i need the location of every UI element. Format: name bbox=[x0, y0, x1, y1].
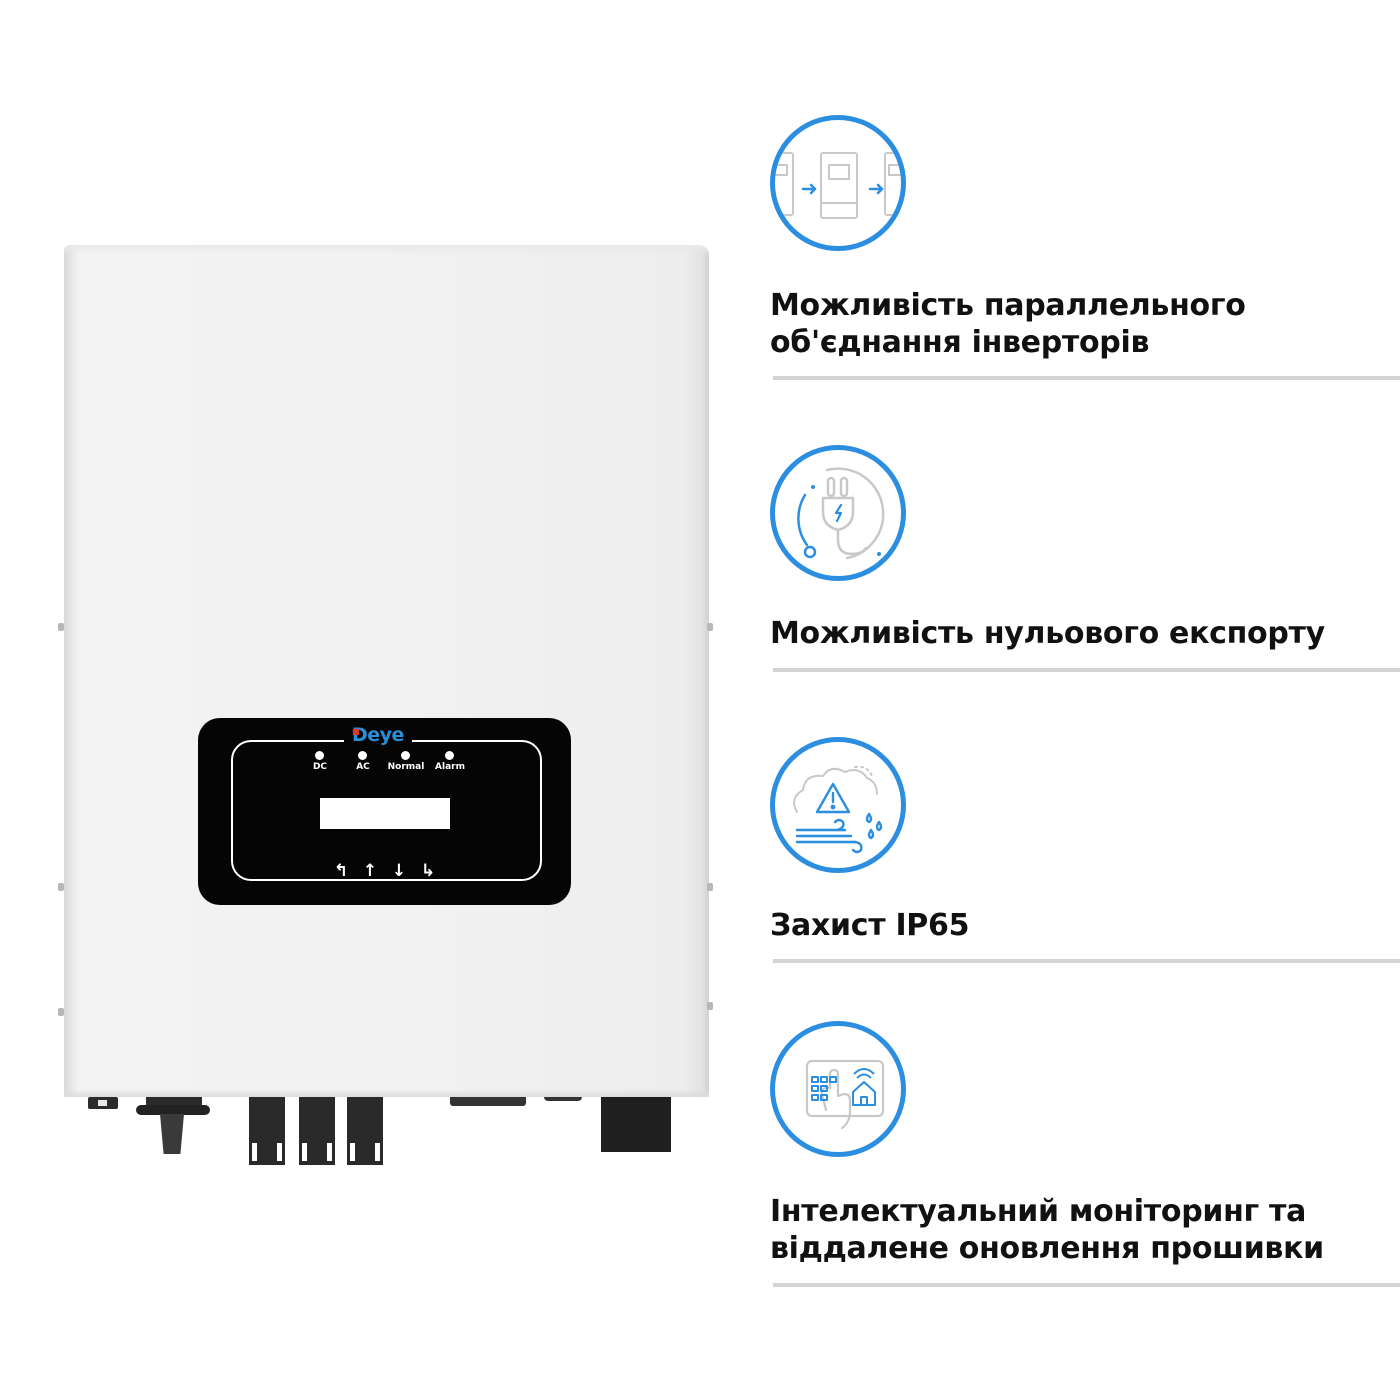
power-plug-icon bbox=[770, 445, 906, 581]
feature-title-parallel: Можливість параллельного об'єднання інве… bbox=[770, 287, 1246, 361]
down-key-icon[interactable]: ↓ bbox=[391, 861, 407, 881]
feature-title-line: Захист IP65 bbox=[770, 908, 970, 943]
led-dc bbox=[315, 751, 324, 760]
feature-divider bbox=[773, 668, 1400, 672]
brand-logo: ■ Deye bbox=[344, 724, 412, 746]
feature-parallel: Можливість параллельного об'єднання інве… bbox=[770, 115, 1400, 385]
ac-output-connector bbox=[601, 1097, 671, 1152]
keys-gap bbox=[320, 868, 448, 878]
led-label-normal: Normal bbox=[387, 762, 425, 772]
feature-divider bbox=[773, 959, 1400, 963]
mounting-screw bbox=[58, 883, 64, 891]
pv-connector-1 bbox=[249, 1097, 285, 1165]
housing-top-shade bbox=[64, 245, 709, 255]
feature-title-line: Можливість нульового експорту bbox=[770, 616, 1325, 651]
feature-smart-monitoring: Інтелектуальний моніторинг та віддалене … bbox=[770, 1021, 1400, 1291]
pv-connector-2 bbox=[299, 1097, 335, 1165]
up-key-icon[interactable]: ↑ bbox=[362, 861, 378, 881]
antenna-stem bbox=[160, 1114, 184, 1154]
mounting-screw bbox=[707, 1002, 713, 1010]
smart-monitoring-icon bbox=[770, 1021, 906, 1157]
led-label-ac: AC bbox=[356, 762, 370, 772]
led-label-alarm: Alarm bbox=[435, 762, 465, 772]
escape-key-icon[interactable]: ↰ bbox=[333, 861, 349, 881]
inverter-housing bbox=[64, 245, 709, 1097]
lcd-display bbox=[320, 798, 450, 829]
feature-divider bbox=[773, 1283, 1400, 1287]
antenna-connector bbox=[146, 1097, 202, 1106]
led-ac bbox=[358, 751, 367, 760]
logo-dot-icon: ■ bbox=[352, 727, 360, 736]
feature-title-line: Можливість параллельного bbox=[770, 288, 1246, 323]
parallel-inverters-icon bbox=[770, 115, 906, 251]
antenna-flange bbox=[136, 1105, 210, 1115]
control-panel: ■ Deye DC AC Normal Alarm ↰ ↑ ↓ ↳ bbox=[198, 718, 571, 905]
mounting-screw bbox=[58, 1008, 64, 1016]
mounting-screw bbox=[707, 623, 713, 631]
led-normal bbox=[401, 751, 410, 760]
mounting-screw bbox=[58, 623, 64, 631]
feature-title-line: Інтелектуальний моніторинг та bbox=[770, 1194, 1307, 1229]
feature-title-zero-export: Можливість нульового експорту bbox=[770, 615, 1325, 652]
housing-bottom-shade bbox=[64, 1089, 709, 1097]
feature-title-ip65: Захист IP65 bbox=[770, 907, 969, 944]
mounting-screw bbox=[707, 883, 713, 891]
feature-ip65: Захист IP65 bbox=[770, 737, 1400, 967]
vent-connector bbox=[88, 1097, 118, 1109]
weather-protection-icon bbox=[770, 737, 906, 873]
pv-connector-3 bbox=[347, 1097, 383, 1165]
wifi-port bbox=[544, 1097, 582, 1101]
feature-divider bbox=[773, 376, 1400, 380]
led-label-dc: DC bbox=[312, 762, 328, 772]
comm-port bbox=[450, 1097, 526, 1106]
led-alarm bbox=[445, 751, 454, 760]
brand-name: Deye bbox=[352, 724, 404, 746]
inverter-product-image: ■ Deye DC AC Normal Alarm ↰ ↑ ↓ ↳ bbox=[58, 245, 713, 1165]
feature-title-smart-monitoring: Інтелектуальний моніторинг та віддалене … bbox=[770, 1193, 1324, 1267]
feature-title-line: віддалене оновлення прошивки bbox=[770, 1231, 1324, 1266]
enter-key-icon[interactable]: ↳ bbox=[420, 861, 436, 881]
feature-zero-export: Можливість нульового експорту bbox=[770, 445, 1400, 675]
feature-title-line: об'єднання інверторів bbox=[770, 325, 1150, 360]
